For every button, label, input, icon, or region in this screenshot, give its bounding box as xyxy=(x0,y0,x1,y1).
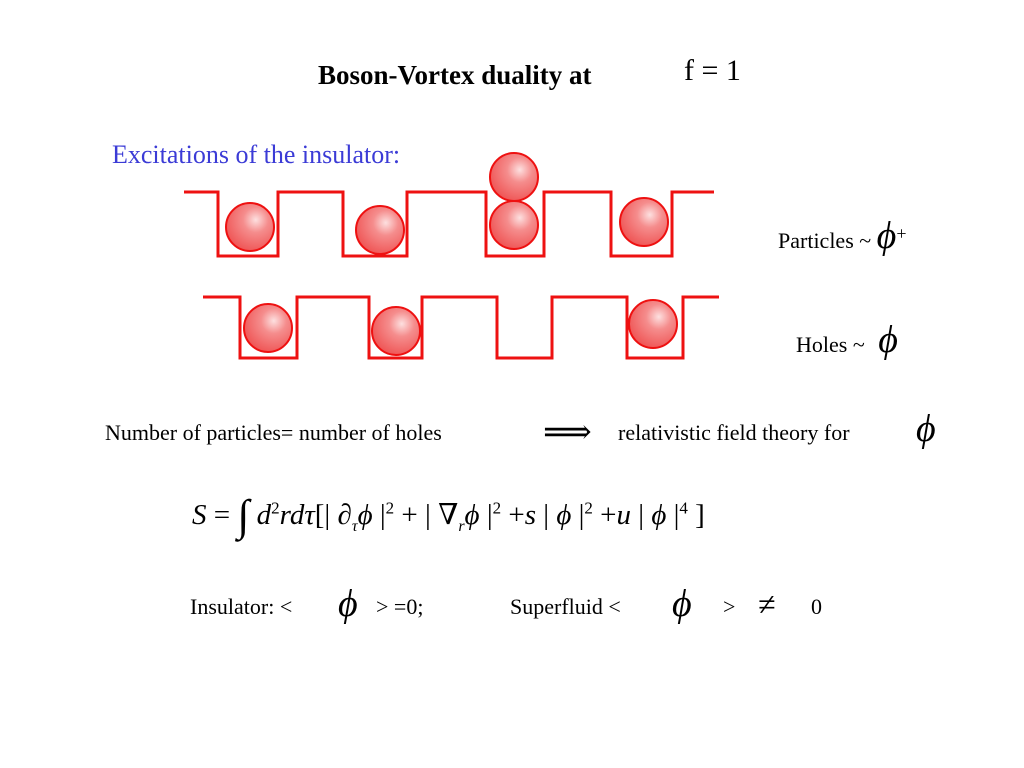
particle-ball xyxy=(489,152,539,202)
lattice-line-bottom xyxy=(203,295,719,360)
holes-label: Holes ~ ϕ xyxy=(796,318,898,362)
action-equation: S = ∫ d2rdτ[| ∂τϕ |2 + | ∇rϕ |2 +s | ϕ |… xyxy=(192,491,705,540)
particle-ball xyxy=(371,306,421,356)
particle-ball xyxy=(355,205,405,255)
insulator-phi-symbol: ϕ xyxy=(338,583,358,625)
relativistic-statement: relativistic field theory for xyxy=(618,420,850,445)
particles-label-text: Particles ~ xyxy=(778,228,872,253)
superfluid-value: 0 xyxy=(811,594,822,619)
number-statement: Number of particles= number of holes xyxy=(105,420,442,445)
subtitle: Excitations of the insulator: xyxy=(112,140,401,169)
particle-ball xyxy=(225,202,275,252)
particle-ball xyxy=(243,303,293,353)
superfluid-close: > xyxy=(723,594,736,619)
particles-phi-symbol: ϕ xyxy=(876,215,897,257)
particle-ball xyxy=(619,197,669,247)
insulator-label: Insulator: < xyxy=(190,594,293,619)
particles-dagger: + xyxy=(896,223,907,244)
not-equal-symbol: ≠ xyxy=(758,586,776,622)
particle-ball xyxy=(628,299,678,349)
slide-title: Boson-Vortex duality at xyxy=(318,60,592,90)
implies-arrow: ⟹ xyxy=(543,414,592,451)
title-math: f = 1 xyxy=(684,54,741,87)
particle-ball xyxy=(489,200,539,250)
superfluid-phi-symbol: ϕ xyxy=(672,583,692,625)
insulator-value: > =0; xyxy=(376,594,424,619)
particles-label: Particles ~ ϕ+ xyxy=(778,214,906,258)
lattice-line-top xyxy=(184,190,714,258)
relativistic-phi-symbol: ϕ xyxy=(916,408,936,450)
superfluid-label: Superfluid < xyxy=(510,594,621,619)
holes-label-text: Holes ~ xyxy=(796,332,865,357)
holes-phi-symbol: ϕ xyxy=(878,319,898,361)
